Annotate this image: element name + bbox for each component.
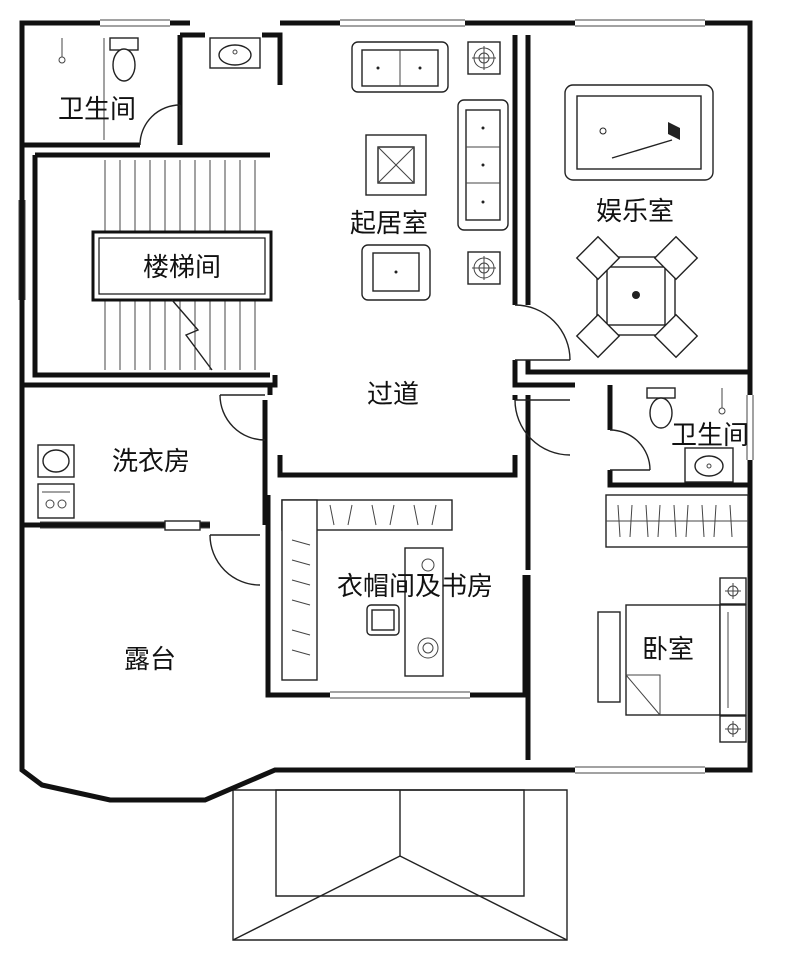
toilet-fixture bbox=[58, 37, 139, 140]
closet-shelving bbox=[281, 499, 453, 681]
laundry-sink-icon bbox=[37, 444, 75, 519]
pool-table-icon bbox=[564, 84, 714, 181]
double-bed-icon bbox=[597, 577, 747, 743]
label-laundry-room: 洗衣房 bbox=[112, 447, 190, 477]
study-desk bbox=[366, 547, 444, 677]
washbasin-fixture bbox=[209, 37, 261, 69]
armchair bbox=[361, 244, 431, 301]
lamp-table-icon bbox=[467, 41, 501, 285]
label-bathroom-top-left: 卫生间 bbox=[58, 95, 136, 125]
label-entertainment-room: 娱乐室 bbox=[596, 197, 674, 227]
label-stairwell: 楼梯间 bbox=[143, 253, 221, 283]
label-living-room: 起居室 bbox=[350, 209, 428, 239]
sofa-right bbox=[457, 99, 509, 231]
sofa-top bbox=[351, 41, 449, 93]
washbasin-right-fixture bbox=[684, 447, 734, 483]
label-corridor: 过道 bbox=[367, 380, 419, 410]
bedroom-wardrobe bbox=[605, 494, 749, 548]
label-bathroom-right: 卫生间 bbox=[671, 421, 749, 451]
staircase bbox=[91, 160, 273, 371]
coffee-table bbox=[365, 134, 427, 196]
label-wardrobe-study: 衣帽间及书房 bbox=[337, 572, 493, 602]
toilet-right-fixture bbox=[646, 387, 726, 429]
card-table-icon bbox=[575, 235, 699, 359]
interior-walls bbox=[22, 32, 750, 760]
label-terrace: 露台 bbox=[124, 645, 176, 675]
roof-canopy bbox=[232, 789, 568, 941]
room-labels: 卫生间 楼梯间 起居室 娱乐室 过道 洗衣房 卫生间 衣帽间及书房 露台 卧室 bbox=[58, 95, 749, 675]
doors bbox=[40, 104, 651, 699]
label-bedroom: 卧室 bbox=[642, 635, 694, 665]
